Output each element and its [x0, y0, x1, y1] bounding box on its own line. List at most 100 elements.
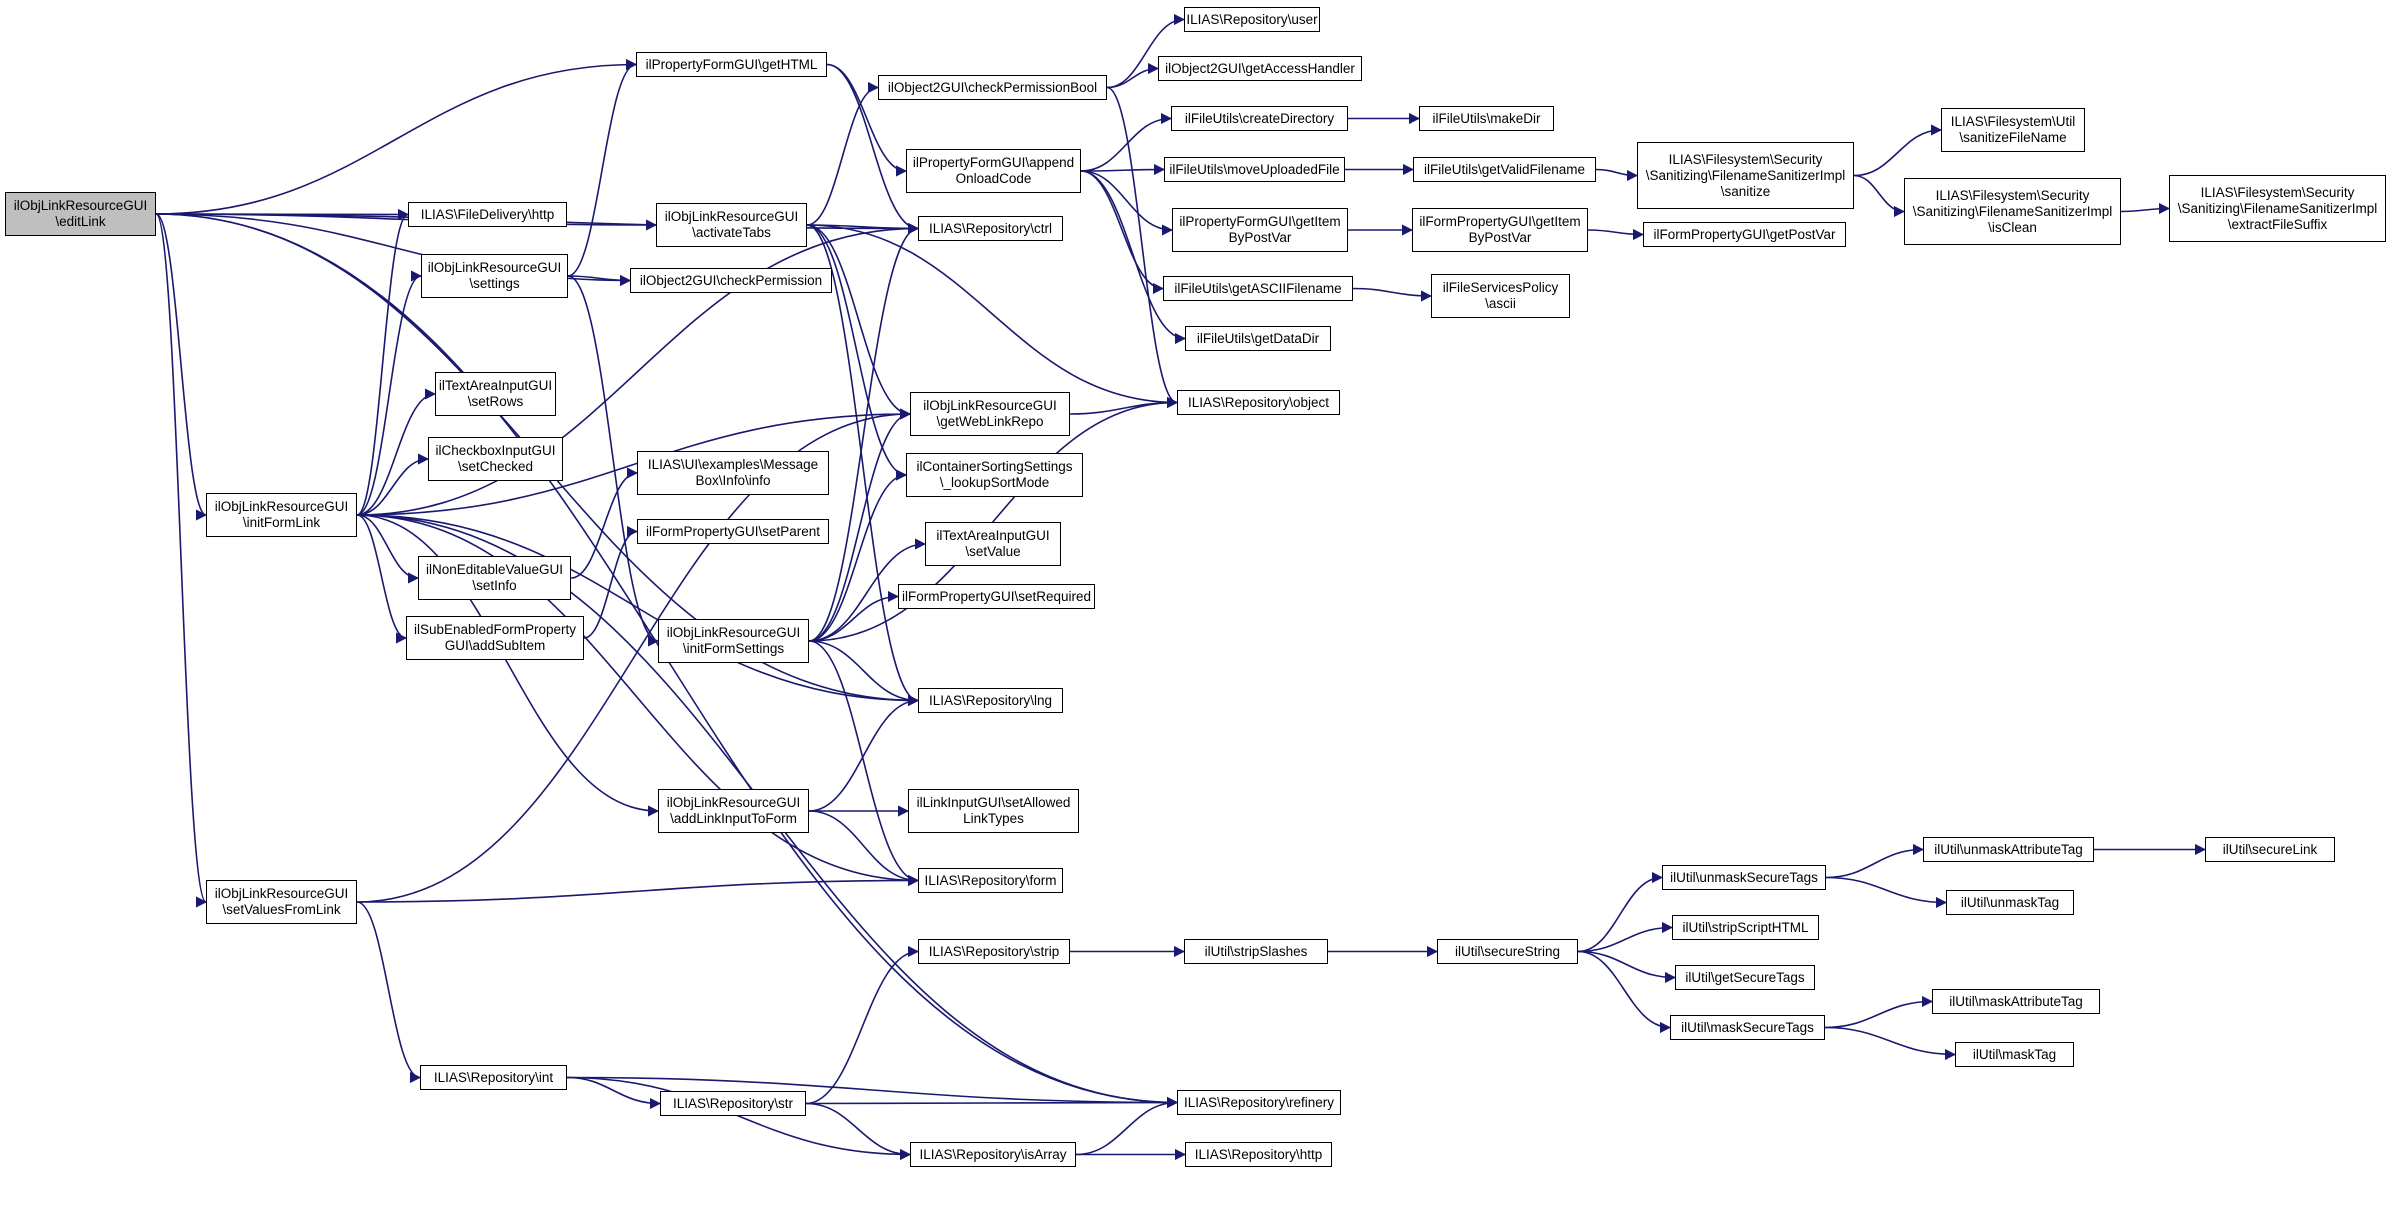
- node-get-html[interactable]: ilPropertyFormGUI\getHTML: [636, 52, 827, 77]
- edge-activate-tabs-to-check-permission-bool: [806, 81, 880, 226]
- node-unmask-attr[interactable]: ilUtil\unmaskAttributeTag: [1923, 837, 2094, 862]
- node-label-line: ilUtil\maskSecureTags: [1681, 1019, 1814, 1035]
- node-make-dir[interactable]: ilFileUtils\makeDir: [1419, 106, 1554, 131]
- node-mask-attr[interactable]: ilUtil\maskAttributeTag: [1932, 989, 2100, 1014]
- node-label-line: \setInfo: [472, 578, 517, 593]
- node-create-directory[interactable]: ilFileUtils\createDirectory: [1171, 106, 1348, 131]
- node-get-secure-tags[interactable]: ilUtil\getSecureTags: [1675, 965, 1815, 990]
- node-label-line: OnloadCode: [955, 171, 1032, 186]
- node-set-values-from-link[interactable]: ilObjLinkResourceGUI\setValuesFromLink: [206, 880, 357, 924]
- edge-check-permission-bool-to-repo-user: [1106, 13, 1186, 89]
- node-strip-slashes[interactable]: ilUtil\stripSlashes: [1184, 939, 1328, 964]
- node-add-link-input[interactable]: ilObjLinkResourceGUI\addLinkInputToForm: [658, 789, 809, 833]
- node-repo-refinery[interactable]: ILIAS\Repository\refinery: [1177, 1090, 1341, 1115]
- edge-init-form-link-to-repo-ctrl: [356, 222, 920, 516]
- node-label-line: ILIAS\Repository\str: [672, 1095, 794, 1111]
- node-get-web-link-repo[interactable]: ilObjLinkResourceGUI\getWebLinkRepo: [910, 392, 1070, 436]
- node-label-line: ilUtil\unmaskAttributeTag: [1934, 841, 2083, 857]
- node-mask-tag[interactable]: ilUtil\maskTag: [1955, 1042, 2074, 1067]
- node-label-line: ilObjLinkResourceGUI: [666, 625, 801, 640]
- node-extract-suffix[interactable]: ILIAS\Filesystem\Security\Sanitizing\Fil…: [2169, 175, 2386, 242]
- node-repo-http[interactable]: ILIAS\Repository\http: [1185, 1142, 1332, 1167]
- node-label-line: ilSubEnabledFormProperty: [413, 622, 577, 637]
- edge-settings-to-get-html: [567, 58, 638, 277]
- node-set-required[interactable]: ilFormPropertyGUI\setRequired: [898, 584, 1095, 609]
- node-check-permission[interactable]: ilObject2GUI\checkPermission: [630, 268, 832, 293]
- edge-append-onload-to-get-item-by-post-var1: [1080, 170, 1174, 236]
- node-unmask-secure-tags[interactable]: ilUtil\unmaskSecureTags: [1662, 865, 1826, 890]
- node-label-line: \extractFileSuffix: [2227, 216, 2328, 232]
- node-lookup-sort-mode[interactable]: ilContainerSortingSettings\_lookupSortMo…: [906, 453, 1083, 497]
- node-strip-script-html[interactable]: ilUtil\stripScriptHTML: [1672, 915, 1819, 940]
- edge-init-form-settings-to-ta-set-value: [808, 538, 927, 642]
- node-label-line: ilObjLinkResourceGUI: [214, 499, 349, 514]
- node-sanitize-file-name[interactable]: ILIAS\Filesystem\Util\sanitizeFileName: [1941, 108, 2085, 152]
- node-unmask-tag[interactable]: ilUtil\unmaskTag: [1946, 890, 2074, 915]
- node-repo-ctrl[interactable]: ILIAS\Repository\ctrl: [918, 216, 1063, 241]
- node-label-line: ILIAS\Filesystem\Security: [1668, 151, 1823, 167]
- node-check-permission-bool[interactable]: ilObject2GUI\checkPermissionBool: [878, 75, 1107, 100]
- node-repo-is-array[interactable]: ILIAS\Repository\isArray: [910, 1142, 1076, 1167]
- node-repo-lng[interactable]: ILIAS\Repository\lng: [918, 688, 1063, 713]
- node-repo-form[interactable]: ILIAS\Repository\form: [918, 868, 1063, 893]
- node-ta-set-value[interactable]: ilTextAreaInputGUI\setValue: [925, 522, 1061, 566]
- edge-append-onload-to-get-ascii: [1080, 170, 1165, 295]
- edge-get-ascii-to-ascii-policy: [1352, 287, 1433, 302]
- node-label-line: ilFormPropertyGUI\getItem: [1419, 214, 1581, 229]
- node-label-line: ilFileUtils\moveUploadedFile: [1169, 161, 1340, 177]
- node-sanitize[interactable]: ILIAS\Filesystem\Security\Sanitizing\Fil…: [1637, 142, 1854, 209]
- node-get-data-dir[interactable]: ilFileUtils\getDataDir: [1185, 326, 1331, 351]
- node-set-checked[interactable]: ilCheckboxInputGUI\setChecked: [428, 437, 563, 481]
- node-label-line: ilUtil\stripScriptHTML: [1682, 919, 1809, 935]
- edge-init-form-settings-to-repo-object: [808, 396, 1179, 642]
- node-label-line: LinkTypes: [963, 811, 1024, 826]
- edge-settings-to-check-permission: [567, 274, 632, 287]
- node-get-valid-filename[interactable]: ilFileUtils\getValidFilename: [1413, 157, 1596, 182]
- node-label-line: \Sanitizing\FilenameSanitizerImpl: [1912, 203, 2113, 219]
- edge-init-form-settings-to-get-web-link-repo: [808, 408, 912, 642]
- node-activate-tabs[interactable]: ilObjLinkResourceGUI\activateTabs: [656, 203, 807, 247]
- node-get-post-var[interactable]: ilFormPropertyGUI\getPostVar: [1643, 222, 1846, 247]
- edge-append-onload-to-create-directory: [1080, 112, 1173, 172]
- node-init-form-link[interactable]: ilObjLinkResourceGUI\initFormLink: [206, 493, 357, 537]
- node-ascii-policy[interactable]: ilFileServicesPolicy\ascii: [1431, 274, 1570, 318]
- node-secure-string[interactable]: ilUtil\secureString: [1437, 939, 1578, 964]
- node-settings[interactable]: ilObjLinkResourceGUI\settings: [421, 254, 568, 298]
- node-label-line: ilPropertyFormGUI\getHTML: [645, 56, 818, 72]
- node-label-line: ilObjLinkResourceGUI: [427, 260, 562, 275]
- node-label-line: ilFormPropertyGUI\getPostVar: [1653, 226, 1836, 242]
- node-get-ascii[interactable]: ilFileUtils\getASCIIFilename: [1163, 276, 1353, 301]
- node-set-rows[interactable]: ilTextAreaInputGUI\setRows: [435, 372, 556, 416]
- node-repo-str[interactable]: ILIAS\Repository\str: [660, 1091, 806, 1116]
- node-fd-http[interactable]: ILIAS\FileDelivery\http: [408, 202, 567, 227]
- node-repo-object[interactable]: ILIAS\Repository\object: [1177, 390, 1340, 415]
- node-get-access-handler[interactable]: ilObject2GUI\getAccessHandler: [1158, 56, 1362, 81]
- node-repo-int[interactable]: ILIAS\Repository\int: [420, 1065, 567, 1090]
- node-move-uploaded[interactable]: ilFileUtils\moveUploadedFile: [1164, 157, 1345, 182]
- node-mask-secure-tags[interactable]: ilUtil\maskSecureTags: [1670, 1015, 1825, 1040]
- node-label-line: ilFormPropertyGUI\setRequired: [901, 588, 1092, 604]
- node-edit-link[interactable]: ilObjLinkResourceGUI\editLink: [5, 192, 156, 236]
- edge-repo-int-to-repo-str: [566, 1076, 662, 1110]
- node-init-form-settings[interactable]: ilObjLinkResourceGUI\initFormSettings: [658, 619, 809, 663]
- node-repo-user[interactable]: ILIAS\Repository\user: [1184, 7, 1320, 32]
- edge-get-item-by-post-var2-to-get-post-var: [1587, 228, 1645, 241]
- edge-repo-str-to-repo-refinery: [805, 1096, 1179, 1109]
- node-is-clean[interactable]: ILIAS\Filesystem\Security\Sanitizing\Fil…: [1904, 178, 2121, 245]
- edge-settings-to-init-form-settings: [567, 275, 660, 647]
- edge-append-onload-to-move-uploaded: [1080, 163, 1166, 176]
- edge-secure-string-to-mask-secure-tags: [1577, 950, 1672, 1034]
- node-set-parent[interactable]: ilFormPropertyGUI\setParent: [637, 519, 829, 544]
- node-secure-link[interactable]: ilUtil\secureLink: [2205, 837, 2335, 862]
- edge-mask-secure-tags-to-mask-tag: [1824, 1026, 1957, 1061]
- node-repo-strip[interactable]: ILIAS\Repository\strip: [918, 939, 1070, 964]
- node-label-line: ILIAS\Filesystem\Security: [2200, 184, 2355, 200]
- node-set-info[interactable]: ilNonEditableValueGUI\setInfo: [418, 556, 571, 600]
